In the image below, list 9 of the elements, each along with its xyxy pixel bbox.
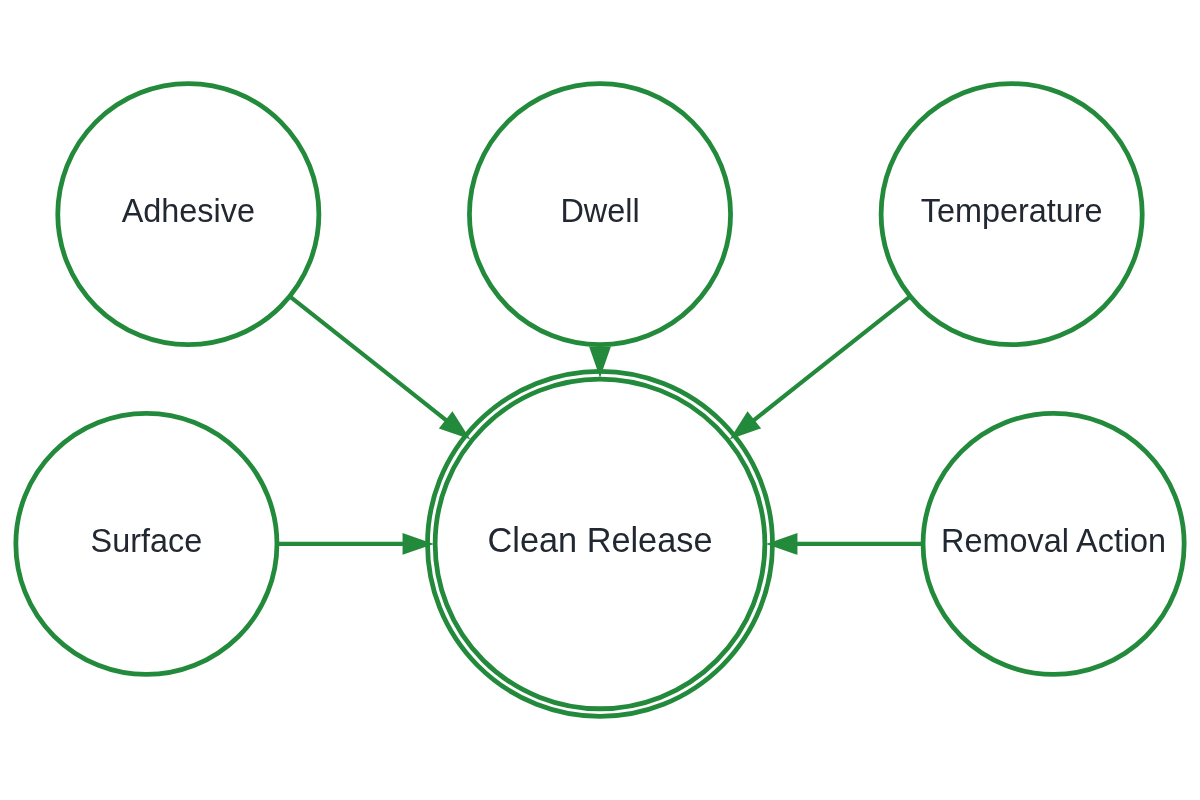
arrow	[276, 532, 434, 555]
node-circle: Clean Release	[425, 369, 775, 719]
node-circle: Surface	[13, 410, 280, 677]
node-circle: Temperature	[878, 81, 1145, 348]
node-circle: Adhesive	[55, 81, 322, 348]
node-circle: Removal Action	[920, 410, 1187, 677]
arrow	[729, 295, 912, 440]
arrow	[288, 295, 471, 440]
arrow	[766, 532, 923, 555]
